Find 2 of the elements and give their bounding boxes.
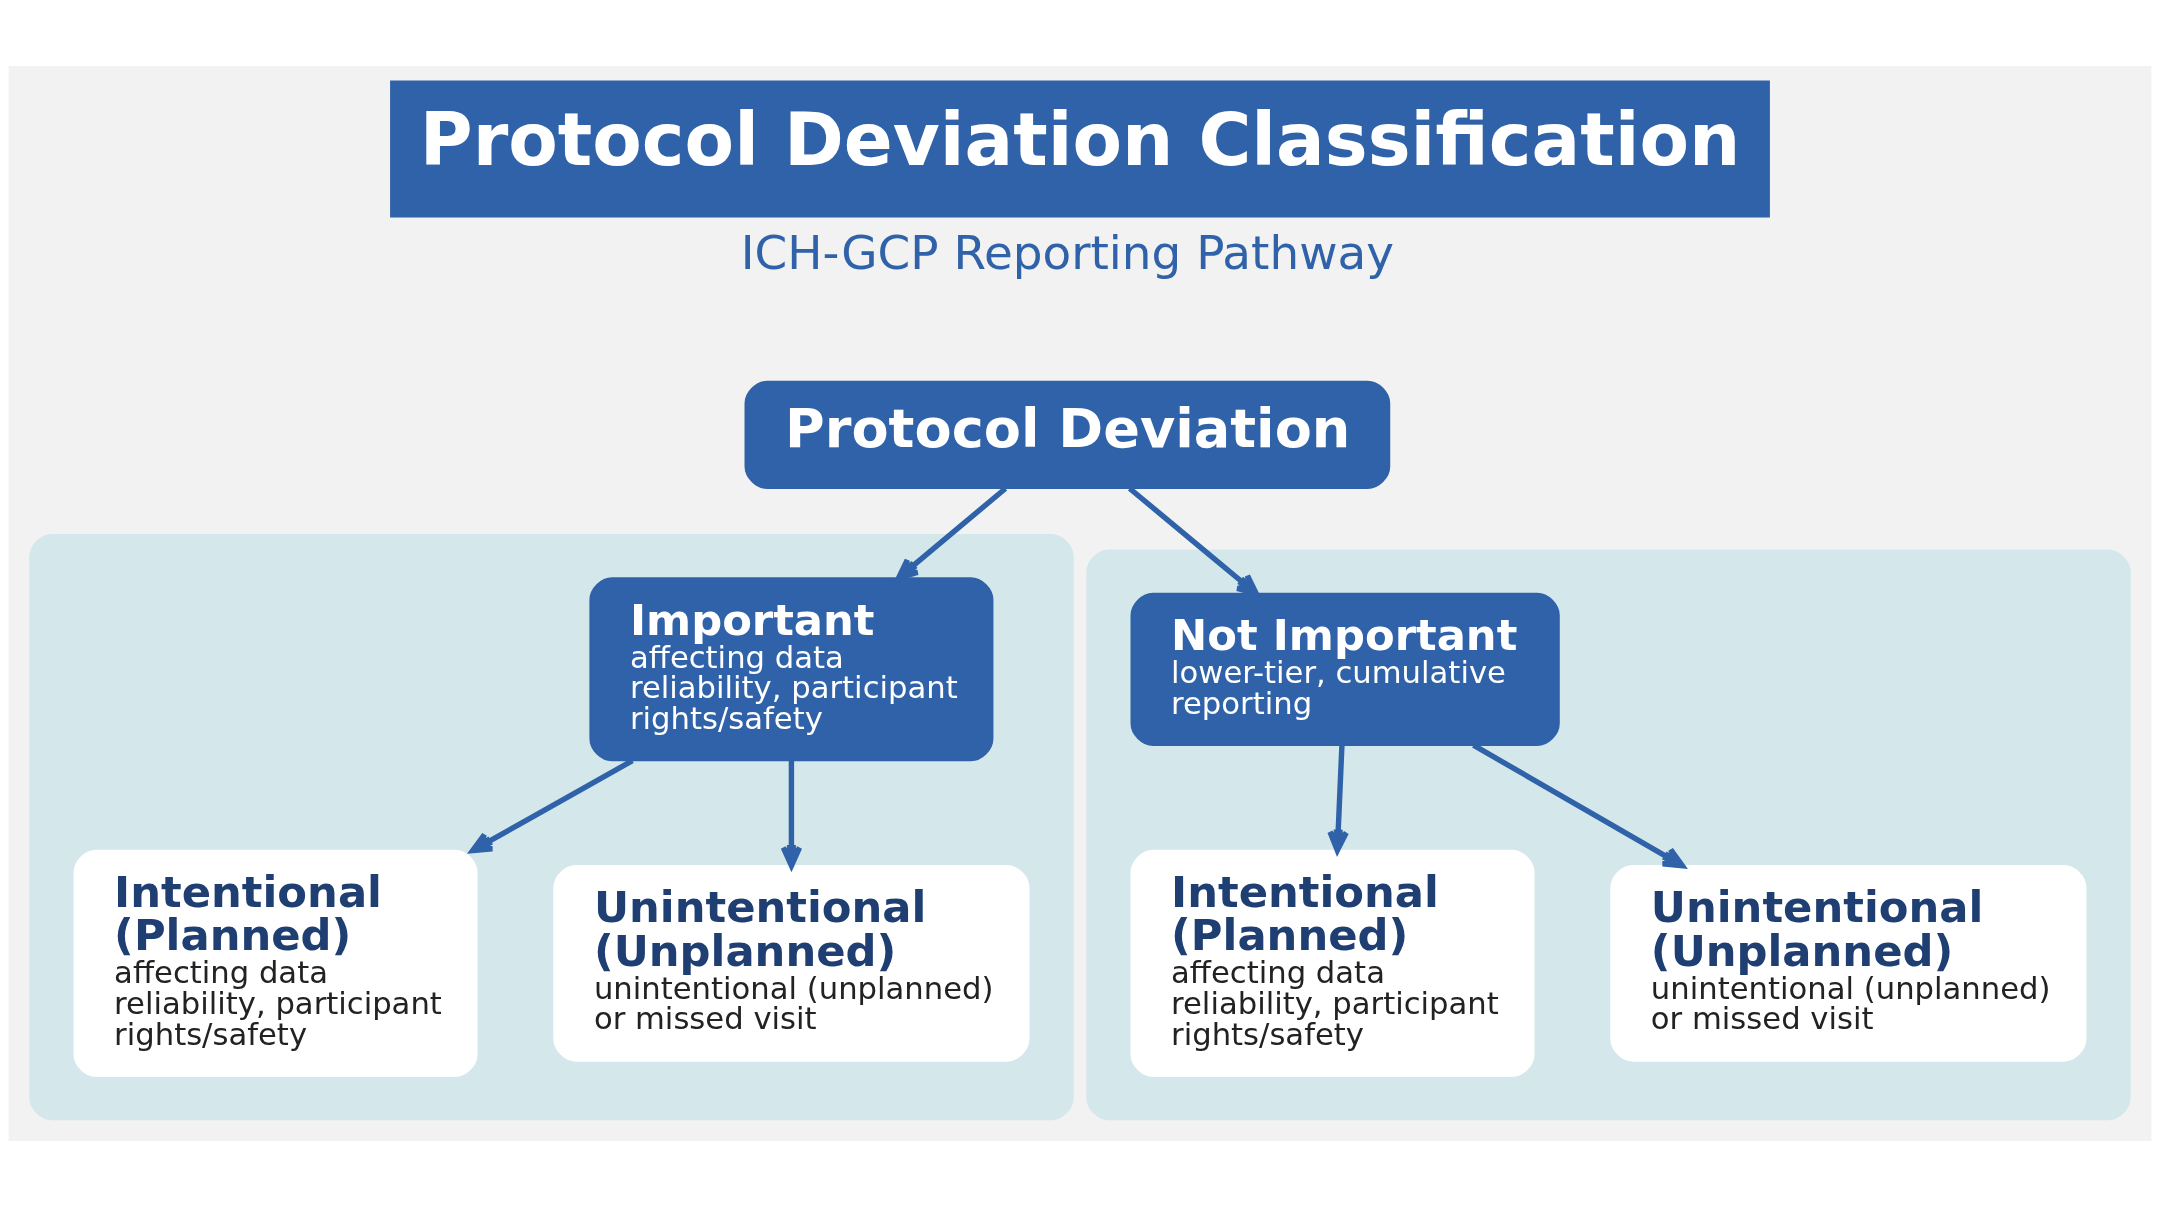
label: ICH-GCP Reporting Pathway	[740, 224, 1394, 280]
diagram-title: Protocol Deviation Classification	[419, 97, 1741, 182]
